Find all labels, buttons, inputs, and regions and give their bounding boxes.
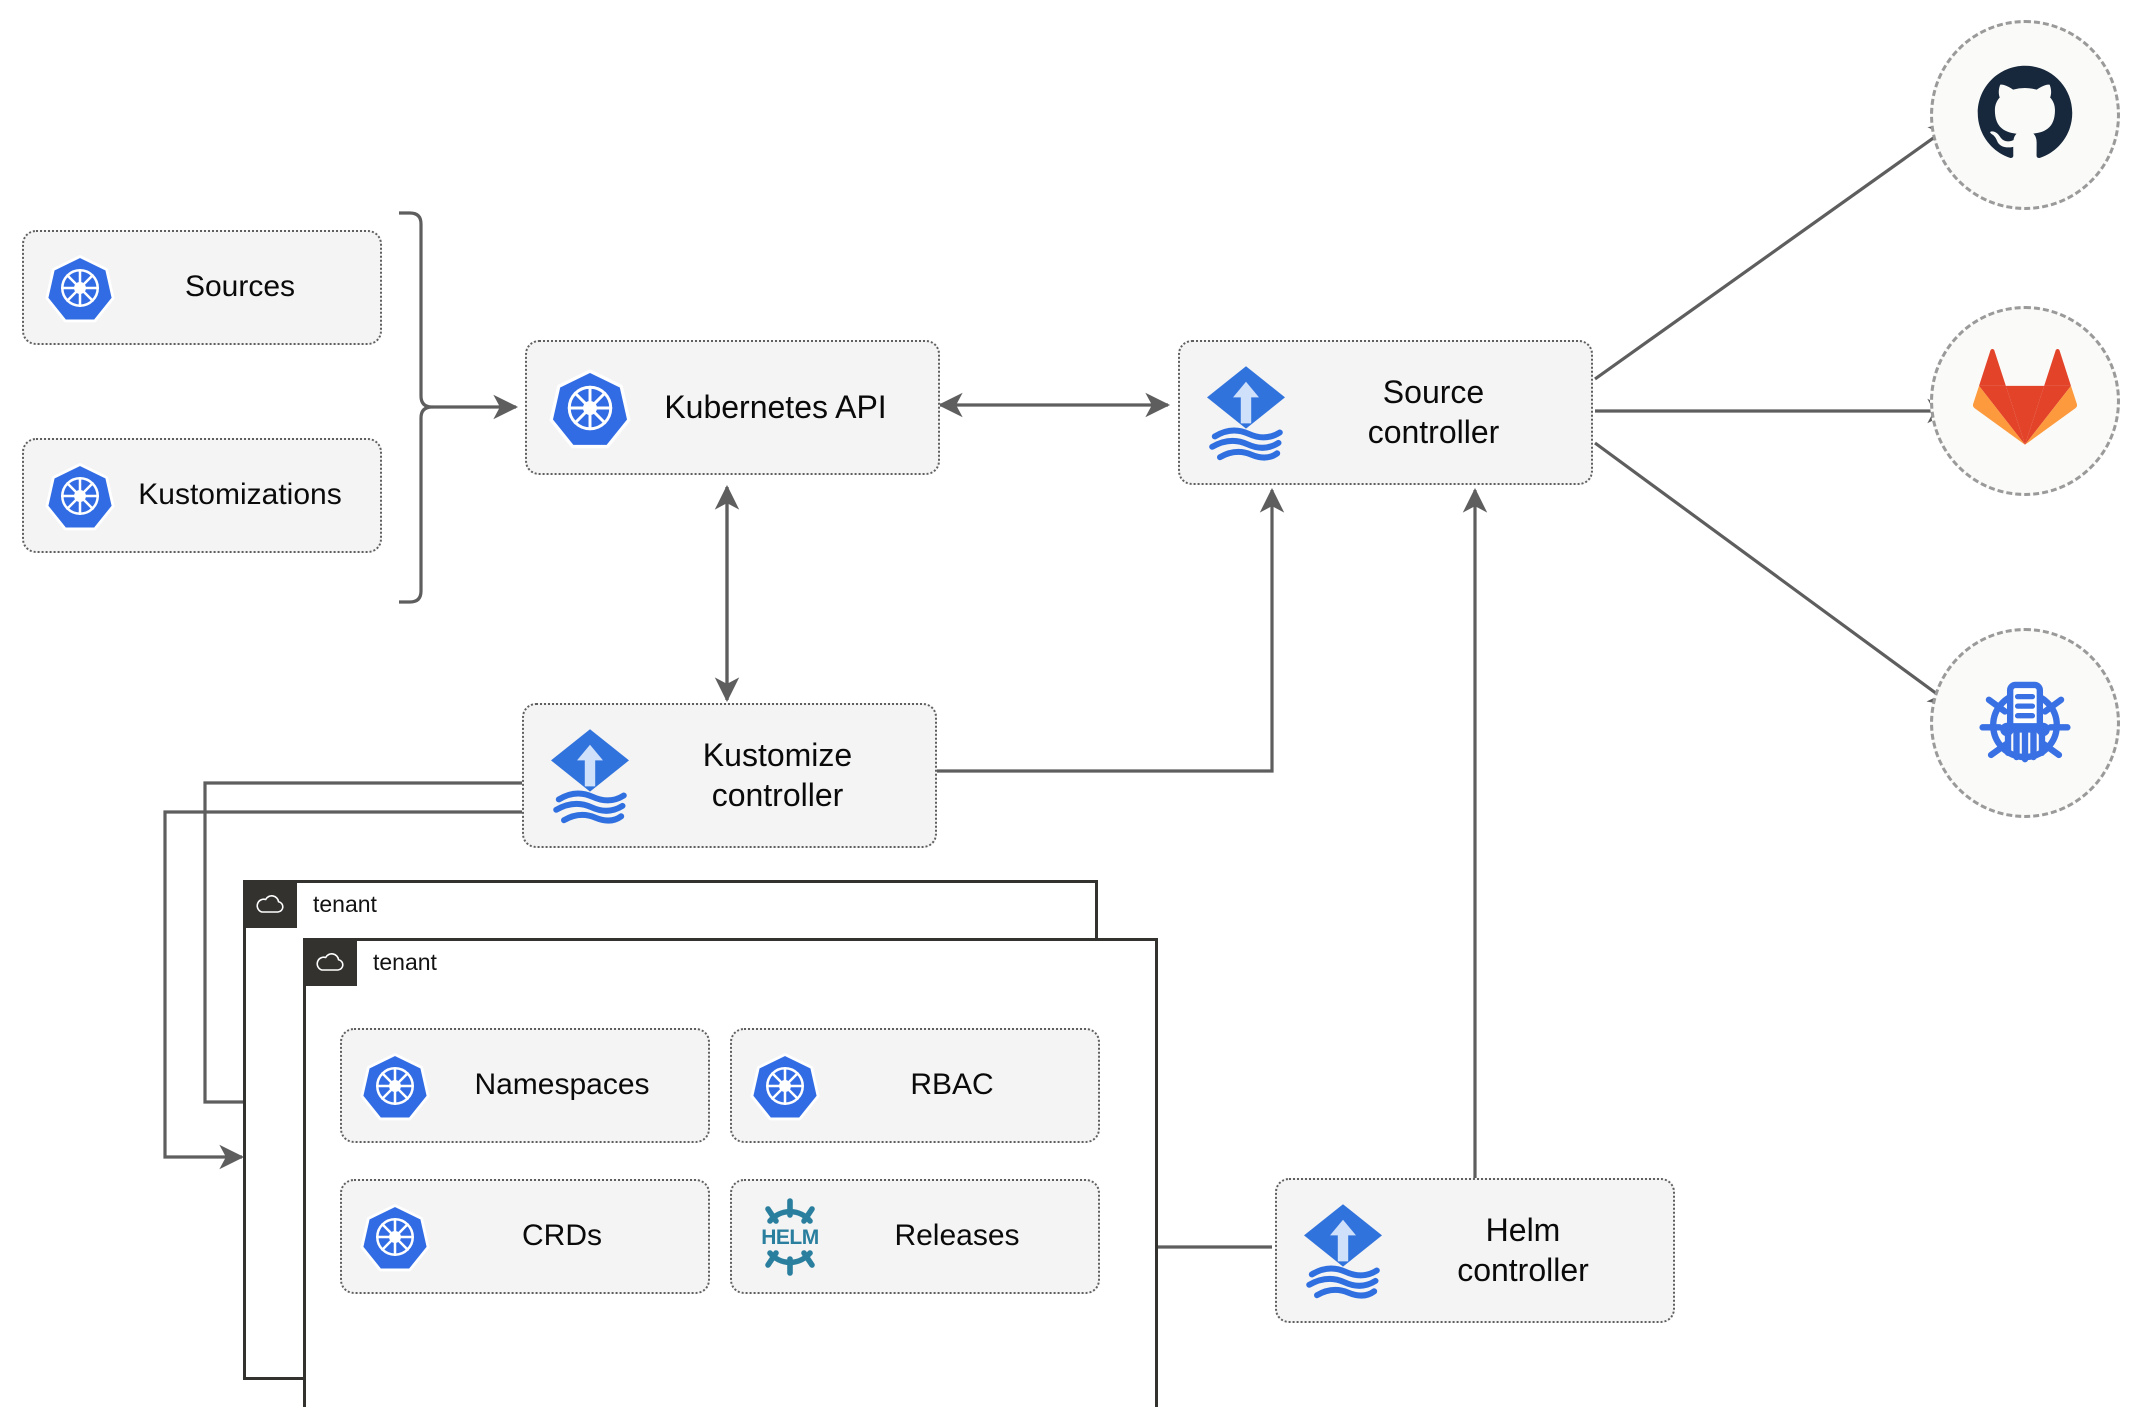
kubernetes-icon xyxy=(358,1049,432,1123)
flux-icon xyxy=(1198,361,1294,465)
tenant-outer-header: tenant xyxy=(243,880,377,928)
provider-github[interactable] xyxy=(1930,20,2120,210)
tenant-inner-container[interactable] xyxy=(303,938,1158,1407)
node-label: Helm controller xyxy=(1457,1212,1589,1288)
tenant-label: tenant xyxy=(373,948,437,975)
node-label: RBAC xyxy=(910,1068,994,1102)
provider-bucket[interactable] xyxy=(1930,628,2120,818)
kubernetes-icon xyxy=(42,250,118,326)
node-label: Kubernetes API xyxy=(664,388,887,425)
node-sources[interactable]: Sources xyxy=(22,230,382,345)
cloud-icon xyxy=(243,880,297,928)
node-label: Kustomizations xyxy=(138,478,342,512)
github-icon xyxy=(1971,59,2079,172)
node-rbac[interactable]: RBAC xyxy=(730,1028,1100,1143)
node-label: Kustomize controller xyxy=(702,737,853,813)
node-kustomize-controller[interactable]: Kustomize controller xyxy=(522,703,937,848)
node-label: Sources xyxy=(184,270,296,304)
node-label: Releases xyxy=(894,1219,1020,1253)
kubernetes-icon xyxy=(42,458,118,534)
node-label: Namespaces xyxy=(474,1068,650,1102)
helm-icon: HELM xyxy=(748,1195,832,1279)
node-kustomizations[interactable]: Kustomizations xyxy=(22,438,382,553)
cloud-icon xyxy=(303,938,357,986)
bucket-icon xyxy=(1972,668,2078,779)
node-helm-controller[interactable]: Helm controller xyxy=(1275,1178,1675,1323)
svg-text:HELM: HELM xyxy=(761,1226,819,1249)
node-label: Source controller xyxy=(1367,374,1500,450)
node-kubernetes-api[interactable]: Kubernetes API xyxy=(525,340,940,475)
flux-icon xyxy=(542,724,638,828)
node-crds[interactable]: CRDs xyxy=(340,1179,710,1294)
tenant-inner-header: tenant xyxy=(303,938,437,986)
kubernetes-icon xyxy=(358,1200,432,1274)
tenant-label: tenant xyxy=(313,890,377,917)
flux-icon xyxy=(1295,1199,1391,1303)
provider-gitlab[interactable] xyxy=(1930,306,2120,496)
gitlab-icon xyxy=(1973,348,2077,454)
node-namespaces[interactable]: Namespaces xyxy=(340,1028,710,1143)
node-releases[interactable]: HELM Releases xyxy=(730,1179,1100,1294)
node-source-controller[interactable]: Source controller xyxy=(1178,340,1593,485)
node-label: CRDs xyxy=(522,1219,602,1253)
kubernetes-icon xyxy=(547,365,633,451)
kubernetes-icon xyxy=(748,1049,822,1123)
